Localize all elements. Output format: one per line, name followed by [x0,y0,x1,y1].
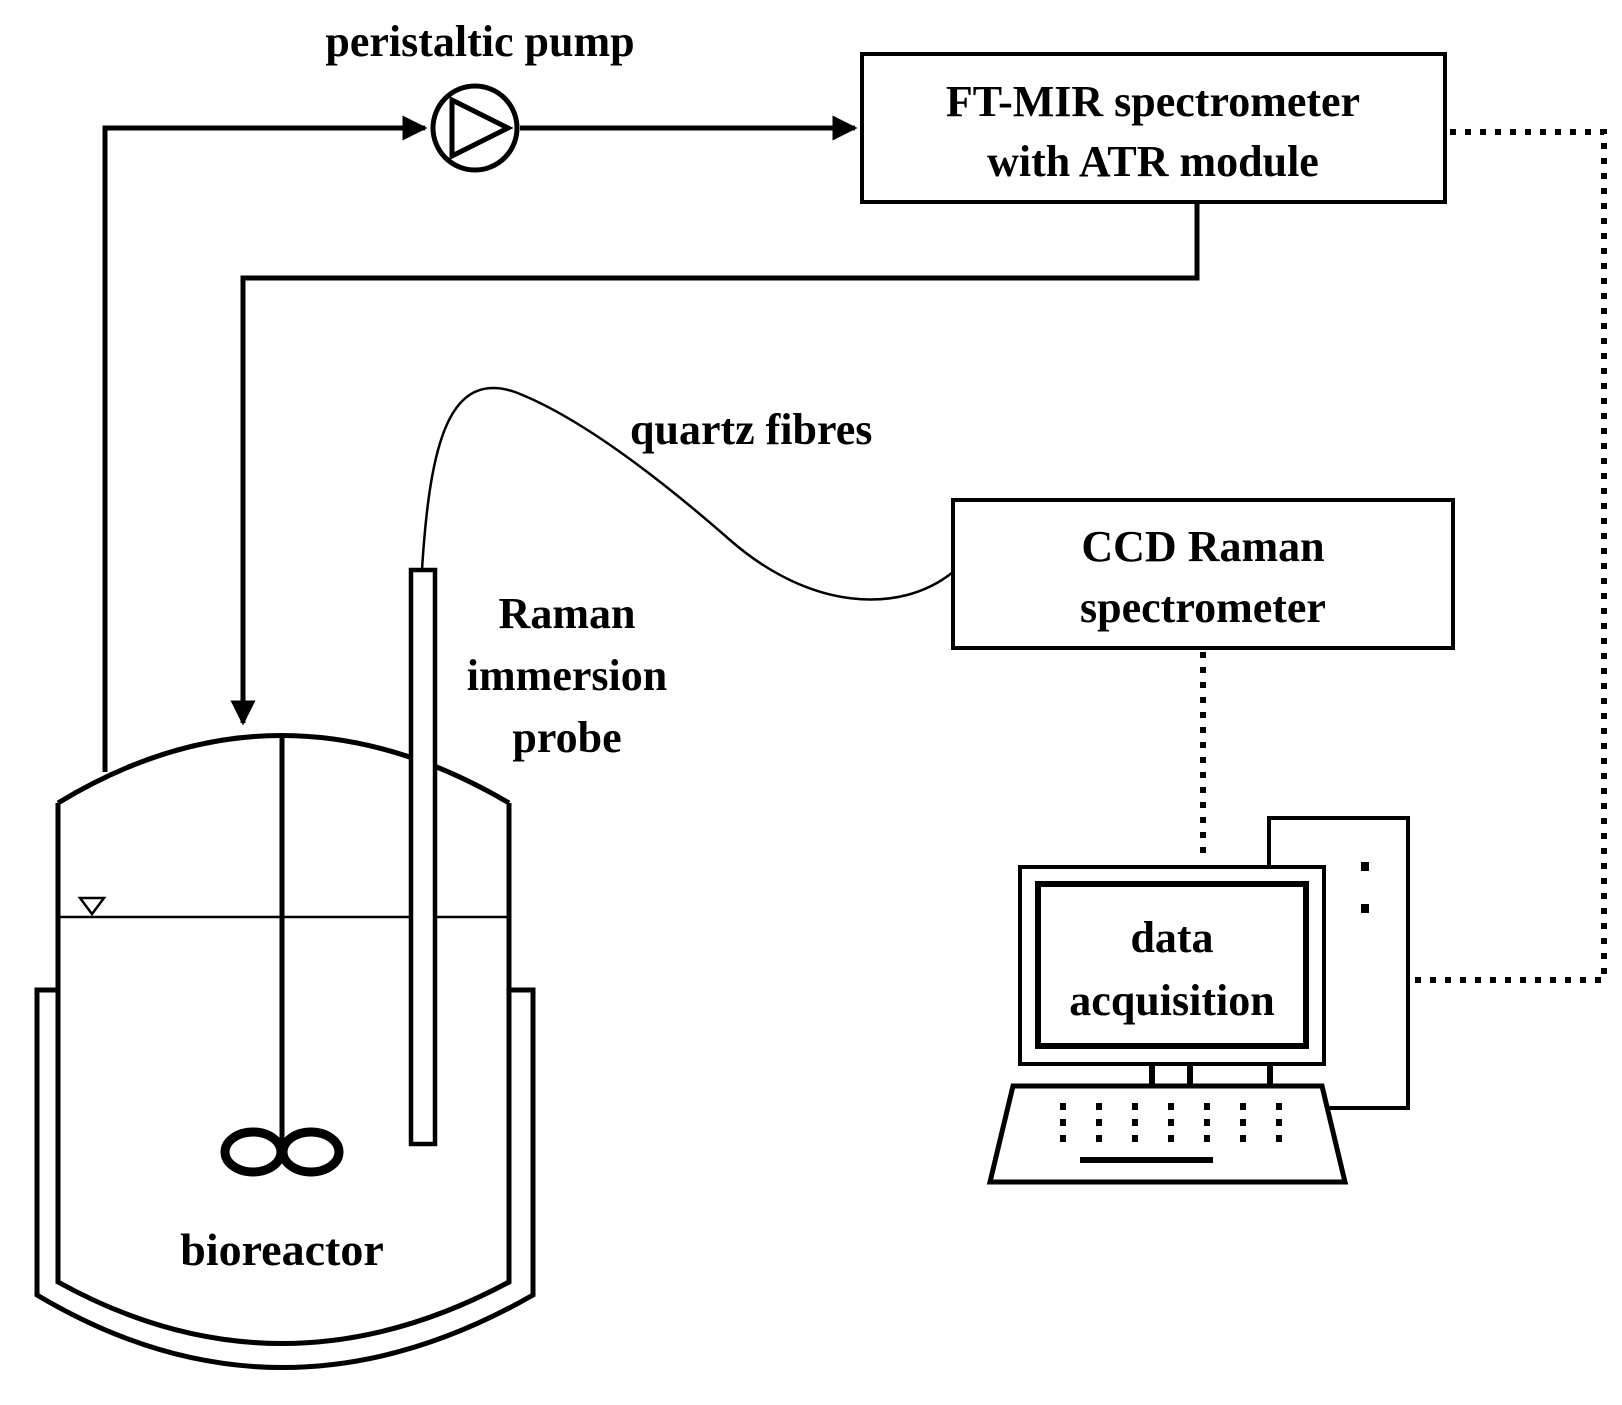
ccd-raman-spectrometer-box [951,498,1455,650]
keyboard [986,1083,1349,1185]
probe-label-line2: immersion [467,651,667,700]
liquid-level-icon [77,896,107,917]
monitor-stand [1149,1064,1273,1086]
ftmir-signal-line [1412,129,1607,983]
tower-led-1 [1361,862,1369,871]
keyboard-keys [1060,1103,1282,1143]
fibres-label: quartz fibres [630,405,872,454]
sampling-line [102,115,428,772]
return-line [230,202,1200,726]
peristaltic-pump-icon [430,83,520,173]
monitor-screen [1035,881,1309,1049]
bioreactor-vessel [55,803,512,1346]
probe-label-line3: probe [512,713,621,762]
bioreactor-jacket [34,987,536,1370]
ftmir-label-line1: FT-MIR spectrometer [946,77,1360,126]
ftmir-spectrometer-box [860,52,1447,204]
daq-label-line2: acquisition [1069,976,1274,1025]
ccd-label-line1: CCD Raman [1081,522,1324,571]
quartz-fibres [420,386,954,601]
tower-led-2 [1361,904,1369,913]
impeller-icon [220,1127,344,1177]
ccd-label-line2: spectrometer [1080,583,1326,632]
raman-immersion-probe [408,567,438,1147]
daq-label-line1: data [1130,913,1213,962]
pump-label: peristaltic pump [325,17,634,66]
bioreactor-label: bioreactor [180,1224,384,1275]
ftmir-label-line2: with ATR module [987,137,1319,186]
probe-label-line1: Raman [499,589,636,638]
